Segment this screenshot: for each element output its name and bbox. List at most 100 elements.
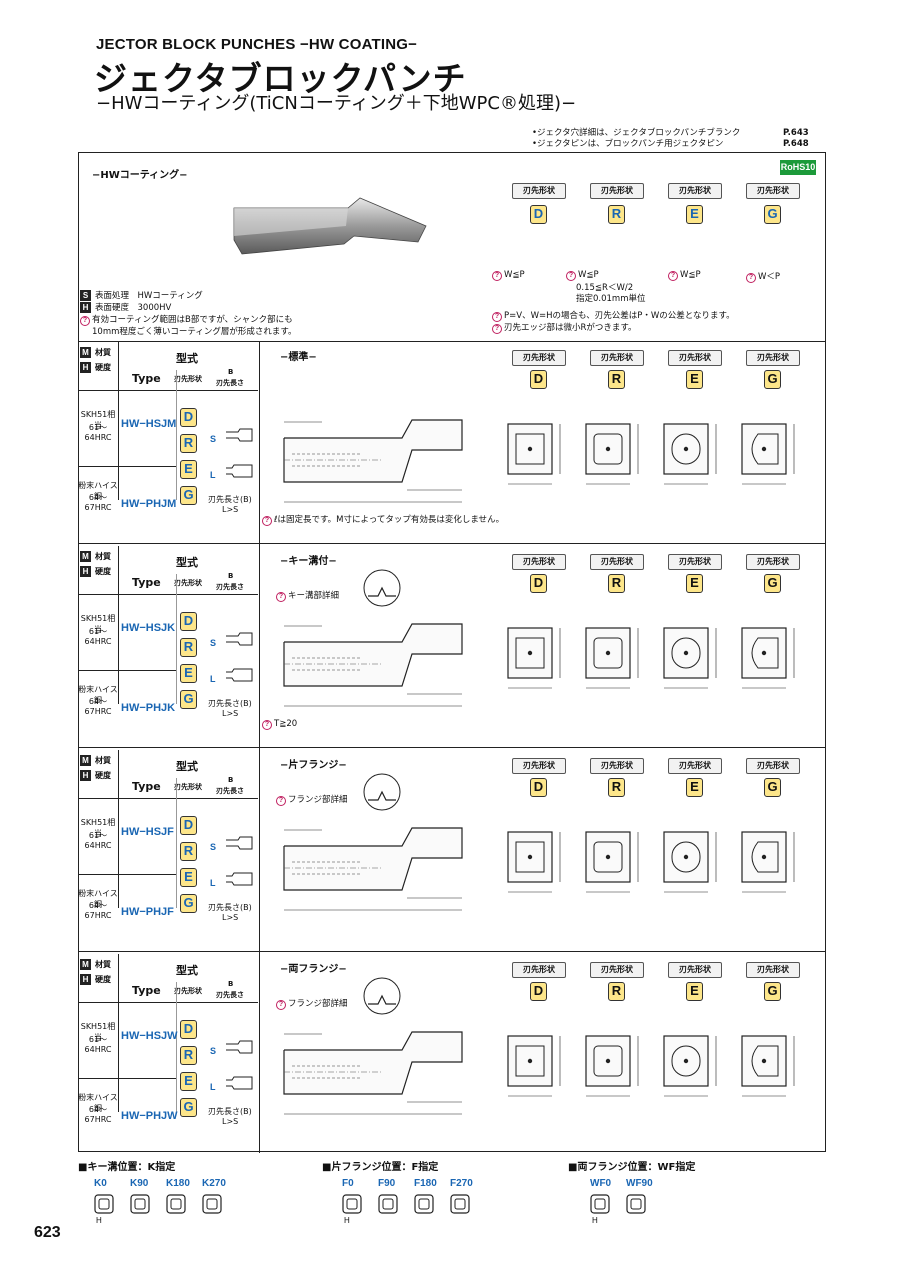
section-title: −標準−	[280, 352, 317, 363]
table-col-line	[118, 546, 119, 704]
section-shape-e: E	[686, 778, 703, 797]
section-shape-r: R	[608, 574, 625, 593]
detail-profile	[368, 790, 396, 801]
shape-chip-r: R	[180, 1046, 197, 1065]
position-icon-inner	[170, 1198, 182, 1210]
shape-header: 刃先形状	[512, 350, 566, 366]
section-shape-d: D	[530, 370, 547, 389]
pw-notes: ?P=V、W=Hの場合も、刃先公差はP・Wの公差となります。 ?刃先エッジ部は微…	[492, 310, 735, 334]
position-icon	[94, 1194, 114, 1214]
coating-note-1: ?有効コーティング範囲はB部ですが、シャンク部にも	[80, 314, 297, 326]
shape-chip-d: D	[180, 816, 197, 835]
position-label[interactable]: F180	[414, 1178, 437, 1189]
label-type: Type	[132, 984, 161, 997]
section-footnote: ?ℓは固定長です。M寸によってタップ有効長は変化しません。	[262, 514, 504, 526]
shape-header: 刃先形状	[512, 554, 566, 570]
shape-header: 刃先形状	[668, 554, 722, 570]
shape-chip-r: R	[180, 842, 197, 861]
table-col-line	[118, 954, 119, 1112]
position-label[interactable]: WF0	[590, 1178, 612, 1189]
punch-drawing	[283, 419, 463, 503]
mat-skh51: SKH51相当	[80, 614, 116, 634]
shape-header: 刃先形状	[746, 554, 800, 570]
cond-e: ?W≦P	[668, 270, 701, 281]
cross-sections	[507, 423, 795, 485]
section-shape-r: R	[608, 370, 625, 389]
shape-header: 刃先形状	[590, 758, 644, 774]
section-inner-d	[515, 637, 545, 669]
detail-circle	[363, 977, 401, 1015]
position-label[interactable]: K270	[202, 1178, 226, 1189]
shape-chip-d: D	[180, 408, 197, 427]
punch-outline	[283, 1031, 463, 1095]
divider	[79, 747, 825, 748]
cond-g: ?W＜P	[746, 270, 780, 283]
title-en: JECTOR BLOCK PUNCHES −HW COATING−	[96, 36, 418, 53]
position-icon-outer	[94, 1194, 114, 1214]
hard-skh51: 61～64HRC	[84, 627, 112, 646]
ejector-hole	[761, 1058, 767, 1064]
ejector-hole	[605, 446, 611, 452]
position-icon-outer	[130, 1194, 150, 1214]
shape-chip-e: E	[180, 460, 197, 479]
label-b-len: 刃先長さ	[216, 379, 244, 387]
section-shape-e: E	[686, 982, 703, 1001]
section-shape-r: R	[608, 778, 625, 797]
position-icon	[378, 1194, 398, 1214]
mat-skh51: SKH51相当	[80, 410, 116, 430]
shape-header: 刃先形状	[668, 962, 722, 978]
section-title: −片フランジ−	[280, 760, 347, 771]
ref-page-2[interactable]: P.648	[783, 139, 809, 149]
shape-r: R	[608, 205, 625, 224]
section-inner-r	[593, 637, 623, 669]
position-label[interactable]: WF90	[626, 1178, 653, 1189]
table-row-line	[78, 874, 176, 875]
position-label[interactable]: K0	[94, 1178, 107, 1189]
detail-outline	[363, 773, 401, 811]
position-label[interactable]: F0	[342, 1178, 354, 1189]
table-header-line	[78, 1002, 258, 1003]
section-inner-e	[671, 1045, 701, 1077]
shape-chip-d: D	[180, 612, 197, 631]
ref-page-1[interactable]: P.643	[783, 128, 809, 138]
intro-shapes: 刃先形状 刃先形状 刃先形状 刃先形状 D R E G	[512, 183, 812, 224]
label-katashiki: 型式	[176, 352, 198, 365]
ejector-hole	[605, 854, 611, 860]
position-label[interactable]: K180	[166, 1178, 190, 1189]
pw-note-2: ?刃先エッジ部は微小Rがつきます。	[492, 322, 735, 334]
title-jp: ジェクタブロックパンチ	[94, 59, 467, 98]
table-header-line	[78, 798, 258, 799]
section-shape-g: G	[764, 982, 781, 1001]
position-label[interactable]: K90	[130, 1178, 149, 1189]
shape-g: G	[764, 205, 781, 224]
ejector-hole	[761, 650, 767, 656]
position-label[interactable]: F270	[450, 1178, 473, 1189]
position-icon-inner	[418, 1198, 430, 1210]
label-b-len: 刃先長さ	[216, 787, 244, 795]
section-inner-r	[593, 841, 623, 873]
divider	[79, 341, 825, 342]
section-inner-g	[751, 637, 779, 669]
label-shape: 刃先形状	[174, 375, 202, 383]
blade-long	[226, 464, 253, 478]
spec-box	[78, 152, 826, 1153]
shape-d: D	[530, 205, 547, 224]
position-label[interactable]: F90	[378, 1178, 396, 1189]
shape-chip-g: G	[180, 894, 197, 913]
cross-sections	[507, 627, 795, 689]
section-outer	[663, 627, 709, 679]
shape-chip-d: D	[180, 1020, 197, 1039]
ejector-hole	[605, 1058, 611, 1064]
type-code-2: HW−PHJF	[121, 906, 174, 918]
position-icon-outer	[414, 1194, 434, 1214]
section-outer	[507, 1035, 553, 1087]
shape-header: 刃先形状	[668, 183, 722, 199]
